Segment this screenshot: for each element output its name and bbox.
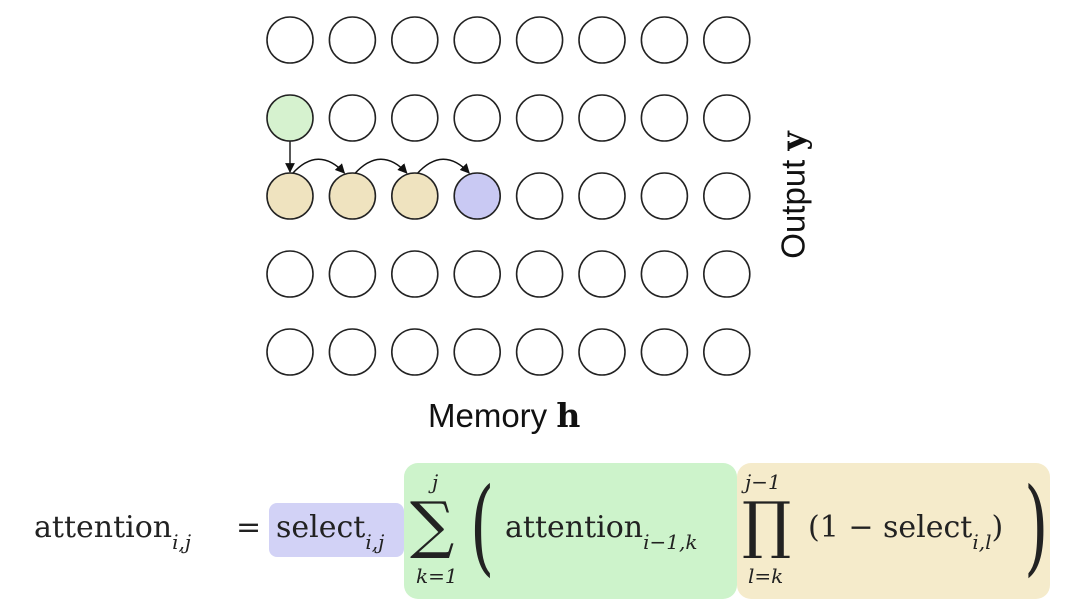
select-subscript: i,j xyxy=(365,530,385,554)
grid-cell-r0-c3 xyxy=(453,16,502,64)
lhs-attention: attention xyxy=(34,510,173,545)
factor-close: ) xyxy=(991,510,1004,545)
grid-cell-r2-c4 xyxy=(515,172,564,220)
grid-cell-r2-c2 xyxy=(390,172,439,220)
sum-lower-limit: k=1 xyxy=(416,564,458,588)
formula-inner-attention: attentioni−1,k xyxy=(505,510,697,554)
attention-formula: attentioni,j = selecti,j j ∑ k=1 ( atten… xyxy=(0,460,1080,607)
sum-symbol: ∑ xyxy=(410,488,455,561)
transition-arrow-2 xyxy=(353,158,408,175)
sum-upper-limit: j xyxy=(432,470,439,494)
memory-label-symbol: h xyxy=(556,396,581,435)
equals-sign: = xyxy=(236,510,262,545)
grid-cell-r4-c2 xyxy=(390,328,439,376)
grid-cell-r0-c4 xyxy=(515,16,564,64)
attention-grid-diagram xyxy=(266,16,751,376)
grid-cell-r4-c0 xyxy=(266,328,314,376)
grid-cell-r2-c5 xyxy=(578,172,626,220)
grid-cell-r3-c4 xyxy=(515,250,564,298)
grid-cell-r1-c1 xyxy=(328,94,377,142)
select-highlight xyxy=(269,503,404,557)
grid-cell-r4-c6 xyxy=(640,328,689,376)
grid-cell-r4-c7 xyxy=(702,328,751,376)
memory-axis-label: Memory h xyxy=(428,396,580,435)
grid-cell-r4-c5 xyxy=(578,328,626,376)
grid-cell-r4-c3 xyxy=(453,328,502,376)
grid-cell-r4-c4 xyxy=(515,328,564,376)
grid-cell-r0-c2 xyxy=(390,16,439,64)
product-lower-limit: l=k xyxy=(748,564,784,588)
grid-cell-r3-c7 xyxy=(702,250,751,298)
grid-cell-r1-c2 xyxy=(390,94,439,142)
grid-cell-r3-c6 xyxy=(640,250,689,298)
select-word: select xyxy=(276,510,366,545)
grid-cell-r3-c0 xyxy=(266,250,314,298)
factor-subscript: i,l xyxy=(972,530,992,554)
product-highlight xyxy=(737,463,1050,599)
formula-select-term: selecti,j xyxy=(276,510,384,554)
grid-cell-r1-c3 xyxy=(453,94,502,142)
formula-lhs: attentioni,j xyxy=(34,510,191,554)
inner-attention-word: attention xyxy=(505,510,644,545)
arrow-layer xyxy=(285,141,470,175)
lhs-subscript: i,j xyxy=(172,530,192,554)
output-axis-label: Output y xyxy=(774,131,813,258)
transition-arrow-3 xyxy=(416,158,470,175)
grid-cell-r2-c0 xyxy=(266,172,314,220)
grid-cell-r3-c5 xyxy=(578,250,626,298)
grid-cell-r1-c4 xyxy=(515,94,564,142)
right-big-paren: ) xyxy=(1024,465,1049,587)
formula-factor: (1 − selecti,l) xyxy=(808,510,1004,554)
grid-cell-r2-c3 xyxy=(453,172,502,220)
grid-cell-r1-c6 xyxy=(640,94,689,142)
product-upper-limit: j−1 xyxy=(745,470,781,494)
output-label-text: Output xyxy=(774,150,812,259)
cell-layer xyxy=(266,16,751,376)
left-big-paren: ( xyxy=(470,465,495,587)
grid-cell-r0-c1 xyxy=(328,16,377,64)
grid-cell-r4-c1 xyxy=(328,328,377,376)
grid-cell-r0-c0 xyxy=(266,16,314,64)
grid-cell-r3-c2 xyxy=(390,250,439,298)
grid-cell-r2-c6 xyxy=(640,172,689,220)
grid-cell-r0-c7 xyxy=(702,16,751,64)
sum-highlight xyxy=(404,463,737,599)
memory-label-text: Memory xyxy=(428,397,557,434)
grid-cell-r1-c0 xyxy=(266,94,314,142)
grid-cell-r2-c1 xyxy=(328,172,377,220)
grid-cell-r0-c6 xyxy=(640,16,689,64)
grid-cell-r1-c5 xyxy=(578,94,626,142)
grid-cell-r2-c7 xyxy=(702,172,751,220)
grid-cell-r0-c5 xyxy=(578,16,626,64)
factor-open: (1 − select xyxy=(808,510,973,545)
grid-cell-r3-c1 xyxy=(328,250,377,298)
inner-attention-subscript: i−1,k xyxy=(643,530,698,554)
grid-cell-r3-c3 xyxy=(453,250,502,298)
product-symbol: ∏ xyxy=(742,488,792,561)
output-label-symbol: y xyxy=(773,131,813,151)
grid-cell-r1-c7 xyxy=(702,94,751,142)
transition-arrow-1 xyxy=(291,158,346,175)
